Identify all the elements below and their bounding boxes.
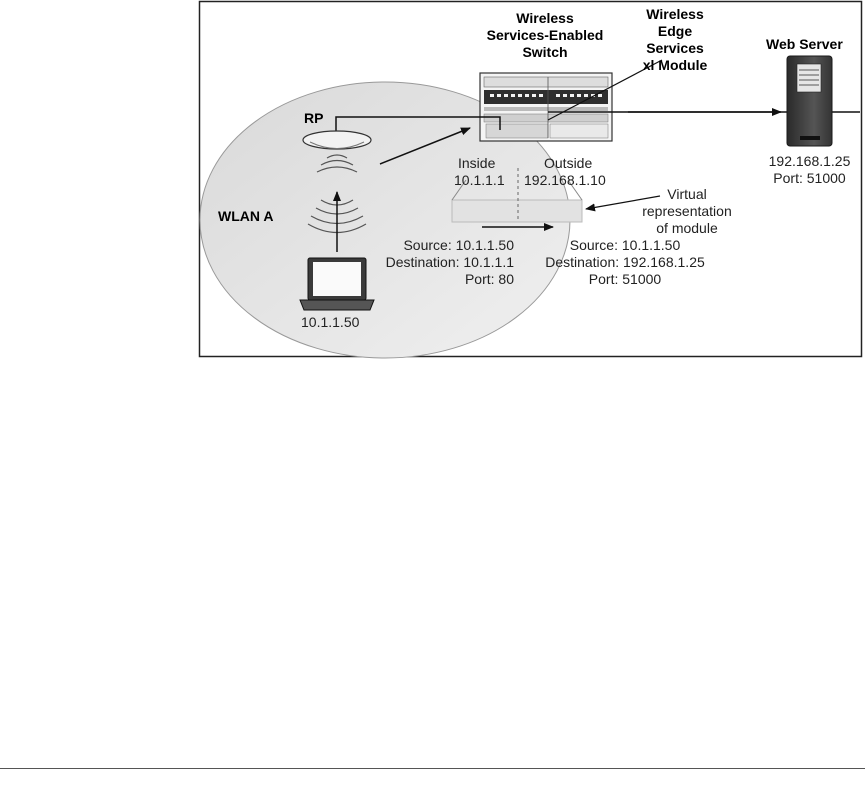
switch-chassis-icon [479,72,613,142]
inside-ip-label: 10.1.1.1 [454,172,505,188]
laptop-icon [299,257,375,311]
rp-label: RP [304,110,324,126]
module-title: Wireless Edge Services xl Module [642,6,708,73]
wlan-label: WLAN A [218,208,274,224]
virtual-callout-arrow [585,195,661,212]
outside-label: Outside [544,155,593,171]
web-server-label: Web Server [766,36,843,52]
rp-uplink-line [335,116,501,138]
virtual-module-bar [451,168,583,223]
server-ip-label: 192.168.1.25 [768,153,851,169]
radio-port-icon [302,130,372,150]
switch-title: Wireless Services-Enabled Switch [486,10,604,60]
client-ip-label: 10.1.1.50 [301,314,360,330]
inside-label: Inside [458,155,496,171]
page-footer-rule [0,768,865,769]
server-port-label: Port: 51000 [773,170,846,186]
server-tower-icon [786,55,833,147]
right-packet-label: Source: 10.1.1.50 Destination: 192.168.1… [545,237,705,287]
virtual-representation-label: Virtual representation of module [642,186,732,236]
left-packet-label: Source: 10.1.1.50 Destination: 10.1.1.1 … [385,237,514,287]
rp-to-switch-arrow [379,127,471,165]
outside-ip-label: 192.168.1.10 [524,172,606,188]
module-callout-line [547,59,663,121]
